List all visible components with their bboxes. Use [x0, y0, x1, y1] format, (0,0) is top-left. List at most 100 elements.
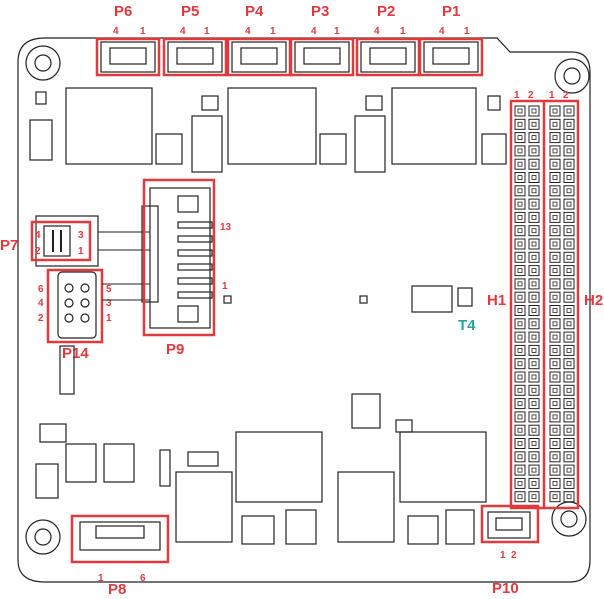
pin-label: 4 [113, 26, 119, 37]
header-pin-inner [552, 188, 558, 194]
header-pin [563, 105, 575, 117]
connector-p1[interactable] [418, 37, 484, 77]
header-pin-inner [517, 161, 523, 167]
header-pin [528, 424, 540, 436]
header-pin [549, 451, 561, 463]
header-pin-inner [531, 308, 537, 313]
pin-label: 2 [563, 90, 569, 101]
header-pin-inner [517, 494, 523, 500]
header-pin [549, 424, 561, 436]
header-pin [514, 477, 526, 489]
header-pin [528, 477, 540, 489]
header-pin [563, 132, 575, 144]
header-pin-inner [552, 254, 558, 260]
header-pin-inner [531, 441, 537, 446]
header-pin-inner [566, 427, 572, 433]
label-h2: H2 [584, 292, 603, 309]
header-pin [563, 172, 575, 183]
connector-p5[interactable] [162, 37, 228, 77]
header-pin-inner [531, 414, 537, 420]
header-pin-inner [566, 268, 572, 274]
pin-label: 1 [464, 26, 470, 37]
header-pin [528, 384, 540, 396]
header-pin-inner [517, 467, 523, 473]
connector-p6[interactable] [95, 37, 161, 77]
header-pin-inner [517, 334, 523, 340]
header-pin-inner [566, 334, 572, 340]
header-pin [549, 198, 561, 210]
header-pin-inner [531, 294, 537, 300]
header-pin [528, 278, 540, 290]
header-pin [528, 291, 540, 303]
connector-p9[interactable] [141, 178, 216, 337]
header-pin [563, 451, 575, 463]
component [39, 423, 67, 443]
header-pin [549, 384, 561, 396]
header-pin [514, 464, 526, 476]
header-pin-inner [517, 347, 523, 353]
label-p14: P14 [62, 345, 89, 362]
header-pin [528, 491, 540, 503]
label-p7: P7 [0, 237, 18, 254]
header-pin [528, 305, 540, 316]
header-pin [563, 158, 575, 170]
header-pin-inner [552, 401, 558, 407]
header-pin-inner [552, 214, 558, 220]
header-pin [549, 344, 561, 356]
header-h1-h2 [514, 105, 575, 503]
connector-p8[interactable] [70, 514, 170, 564]
label-p9: P9 [166, 341, 184, 358]
header-pin [549, 278, 561, 290]
test-point [359, 295, 368, 304]
pin-label: 2 [511, 550, 517, 561]
header-pin-inner [552, 467, 558, 473]
header-pin [514, 344, 526, 356]
connector-p10[interactable] [480, 504, 540, 544]
header-pin [514, 265, 526, 277]
header-pin-inner [566, 121, 572, 127]
header-pin-inner [517, 254, 523, 260]
header-pin [563, 291, 575, 303]
header-pin [563, 464, 575, 476]
connector-p7[interactable] [30, 215, 99, 267]
pin-label: 1 [334, 26, 340, 37]
header-pin [514, 358, 526, 370]
header-pin-inner [517, 188, 523, 194]
header-pin [514, 211, 526, 223]
header-pin-inner [552, 268, 558, 274]
connector-p2[interactable] [355, 37, 421, 77]
header-pin-inner [517, 480, 523, 486]
header-pin [514, 145, 526, 157]
header-pin-inner [552, 321, 558, 327]
header-pin-inner [531, 201, 537, 207]
header-pin-inner [531, 361, 537, 367]
header-pin-inner [517, 281, 523, 287]
label-t4: T4 [458, 317, 476, 334]
header-pin [549, 211, 561, 223]
header-pin-inner [531, 454, 537, 460]
header-pin-inner [531, 254, 537, 260]
test-point [223, 295, 232, 304]
connector-p3[interactable] [289, 37, 355, 77]
header-pin [514, 398, 526, 410]
label-p1: P1 [442, 3, 460, 20]
header-pin [514, 318, 526, 330]
header-pin-inner [566, 241, 572, 247]
header-pin [563, 477, 575, 489]
header-pin-inner [531, 148, 537, 154]
pin-label: 6 [38, 284, 44, 295]
header-pin-inner [517, 361, 523, 367]
header-pin [549, 477, 561, 489]
header-pin-inner [531, 241, 537, 247]
header-pin-inner [552, 161, 558, 167]
header-pin [549, 158, 561, 170]
header-pin [563, 145, 575, 157]
connector-p14[interactable] [46, 268, 104, 344]
header-pin [563, 371, 575, 383]
header-pin-inner [566, 321, 572, 327]
header-pin-inner [517, 268, 523, 274]
connector-p4[interactable] [226, 37, 292, 77]
header-pin [563, 238, 575, 250]
header-pin [563, 211, 575, 223]
